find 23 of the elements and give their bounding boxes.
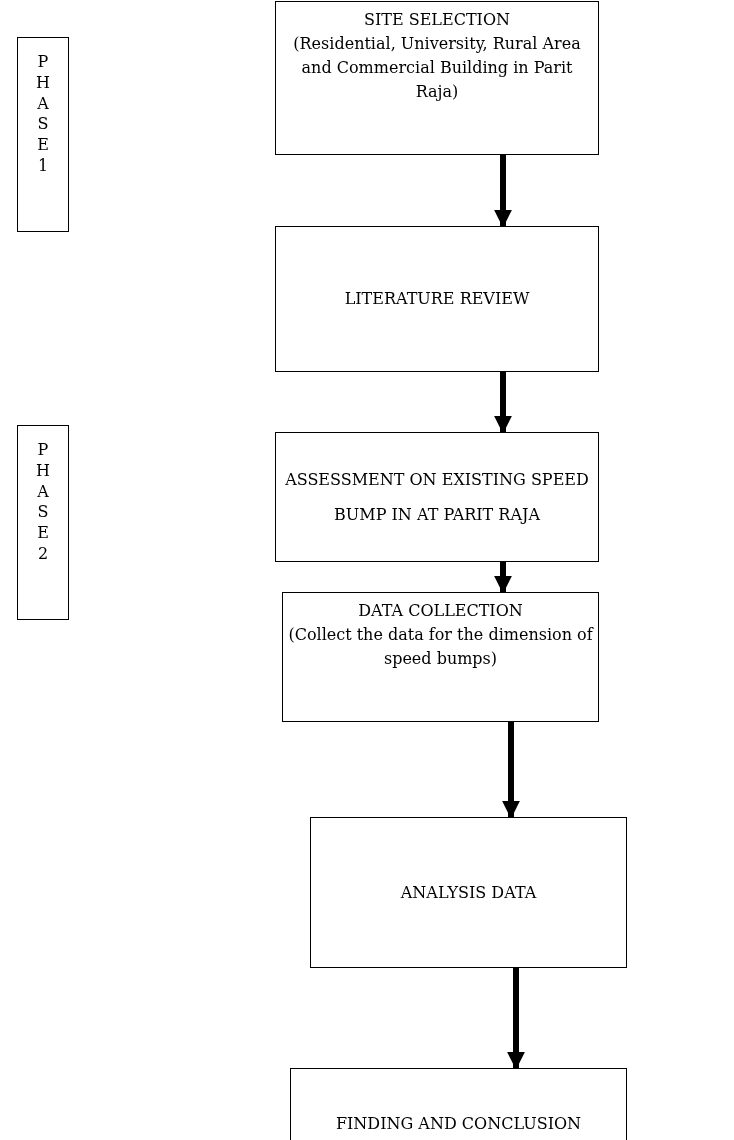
- process-box: [290, 1068, 627, 1140]
- process-box: [275, 226, 599, 372]
- step-title: DATA COLLECTION: [358, 600, 523, 622]
- arrow: [507, 968, 525, 1070]
- phase-box: [17, 37, 69, 232]
- step-title: FINDING AND CONCLUSION: [335, 1113, 582, 1135]
- arrow: [494, 155, 512, 228]
- arrow: [502, 722, 520, 819]
- step-description: (Collect the data for the dimension of speed bumps): [287, 624, 594, 670]
- process-box: [310, 817, 627, 968]
- process-box: [275, 1, 599, 155]
- process-box: [275, 432, 599, 562]
- arrow: [494, 372, 512, 434]
- step-title: LITERATURE REVIEW: [344, 288, 530, 310]
- phase-box: [17, 425, 69, 620]
- arrow: [494, 562, 512, 594]
- step-title: ANALYSIS DATA: [400, 881, 537, 904]
- step-title: SITE SELECTION: [364, 9, 510, 31]
- phase-label: PHASE 1: [35, 52, 51, 177]
- step-title: ASSESSMENT ON EXISTING SPEED BUMP IN AT PARIT RAJA: [284, 468, 590, 526]
- process-box: [282, 592, 599, 722]
- phase-label: PHASE 2: [35, 440, 51, 565]
- step-description: (Residential, University, Rural Area and Commercial Building in Parit Raja): [292, 33, 582, 103]
